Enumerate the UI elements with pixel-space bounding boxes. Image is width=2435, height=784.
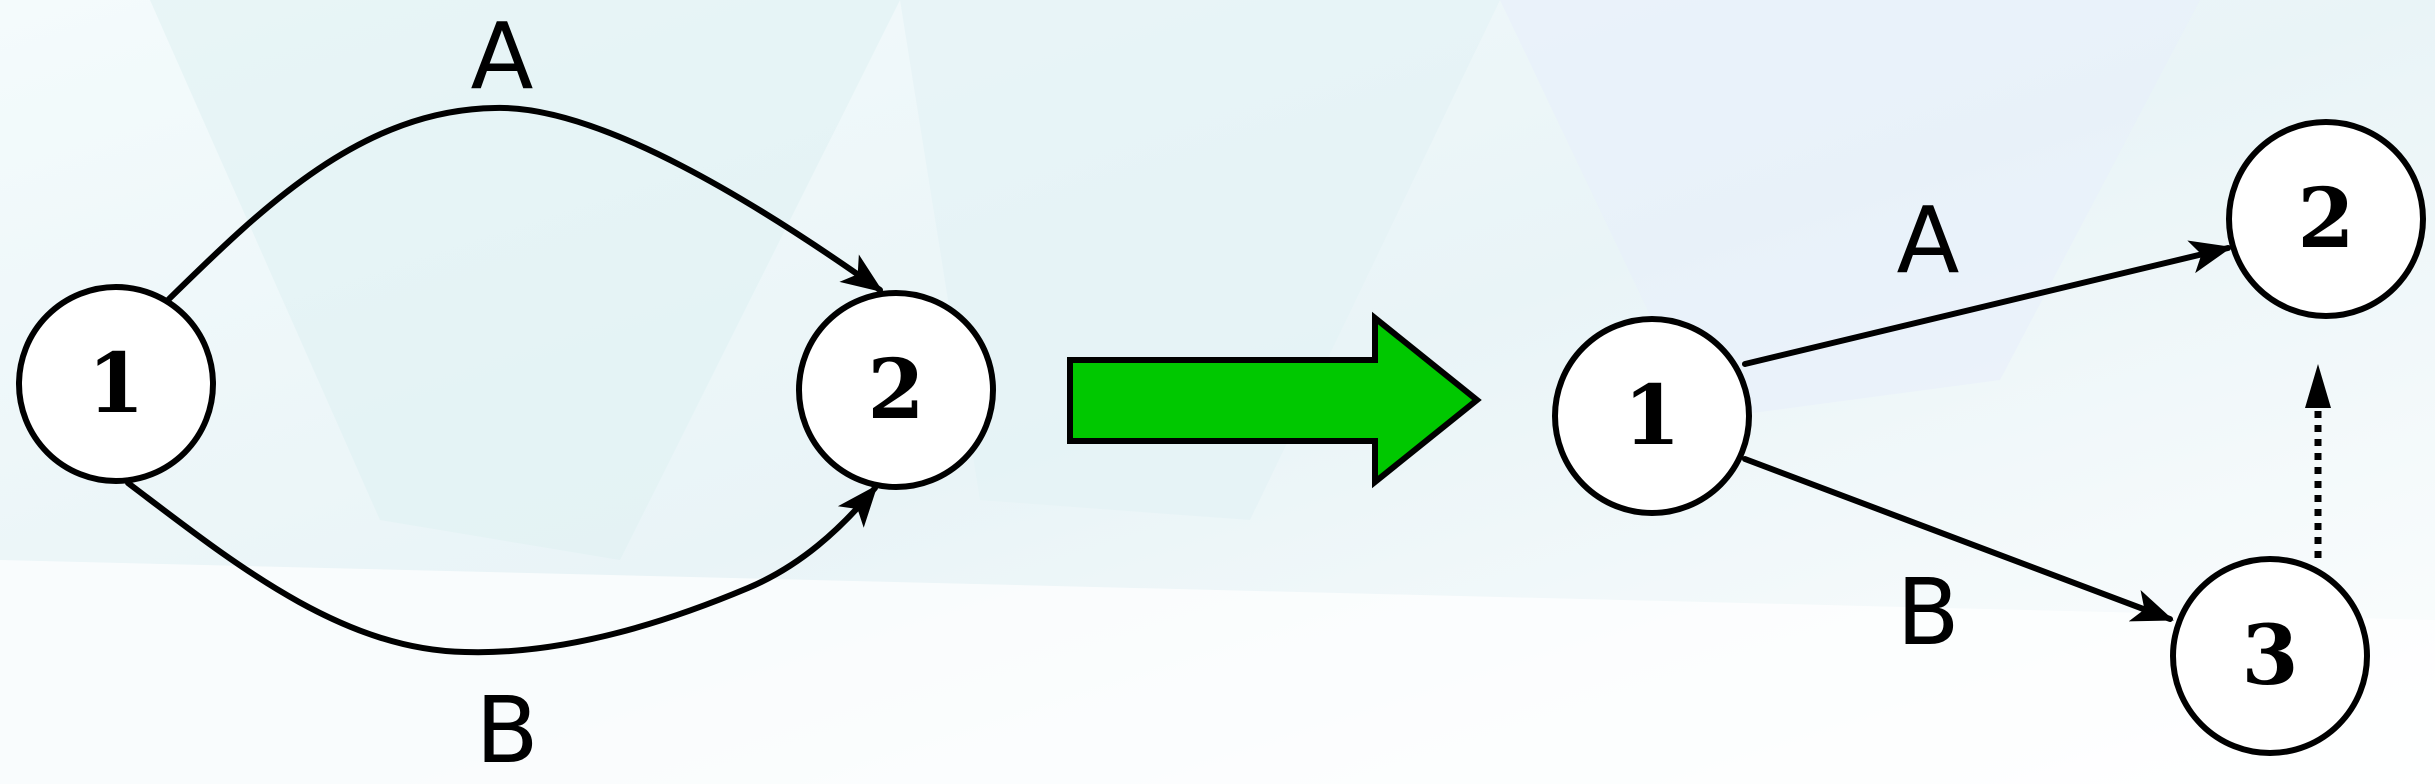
right-edge-b <box>1742 456 2174 622</box>
right-node-2: 2 <box>2226 119 2426 319</box>
right-edge-b-label: B <box>1896 559 1959 666</box>
left-edge-b-label: B <box>475 677 538 784</box>
left-graph: A B 1 2 <box>16 3 996 784</box>
right-edge-a-label: A <box>1897 187 1960 294</box>
right-node-3-label: 3 <box>2241 608 2298 704</box>
left-edge-a-label: A <box>471 3 534 110</box>
right-edge-a <box>1742 240 2233 367</box>
right-node-1: 1 <box>1552 316 1752 516</box>
left-edge-a <box>165 104 884 303</box>
right-node-1-label: 1 <box>1623 368 1680 464</box>
right-node-2-label: 2 <box>2297 171 2354 267</box>
left-edge-b <box>125 480 878 656</box>
right-graph: A B 1 2 3 <box>1552 119 2426 756</box>
left-node-2-label: 2 <box>867 342 924 438</box>
left-node-2: 2 <box>796 290 996 490</box>
left-node-1: 1 <box>16 284 216 484</box>
left-node-1-label: 1 <box>87 336 144 432</box>
right-edge-dotted-arrowhead <box>2305 364 2331 408</box>
transform-arrow <box>1067 311 1482 489</box>
right-node-3: 3 <box>2170 556 2370 756</box>
